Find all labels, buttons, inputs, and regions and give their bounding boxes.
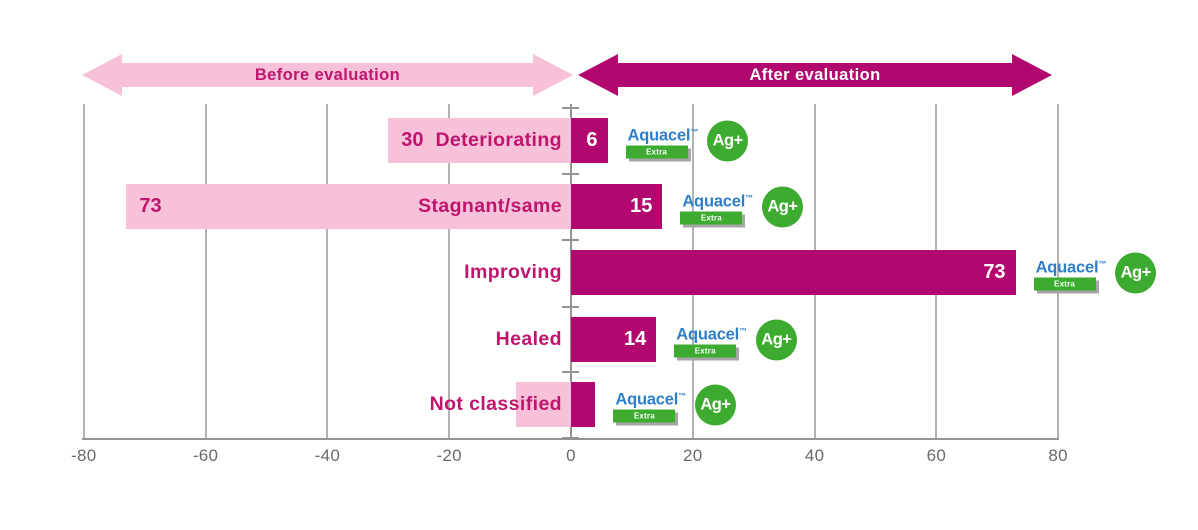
ag-plus-badge-icon: Ag+: [694, 384, 736, 425]
category-label: Deteriorating: [435, 129, 562, 151]
before-bar: [388, 118, 571, 163]
ag-plus-badge-icon: Ag+: [707, 120, 749, 161]
extra-badge: Extra: [613, 409, 676, 422]
aquacel-wordmark: Aquacel™: [676, 325, 747, 343]
x-axis-tick-label: 20: [683, 446, 703, 465]
before-value-label: 30: [401, 129, 424, 151]
aquacel-wordmark: Aquacel™: [627, 126, 699, 144]
ag-plus-badge-icon: Ag+: [755, 319, 797, 360]
trademark-symbol: ™: [690, 127, 699, 136]
before-arrow-label: Before evaluation: [254, 65, 401, 84]
after-value-label: 6: [586, 129, 598, 151]
x-axis-tick-label: 40: [804, 446, 825, 465]
before-bar: [516, 382, 571, 427]
after-value-label: 15: [630, 195, 653, 217]
extra-badge: Extra: [1033, 277, 1096, 290]
gridline: [1057, 104, 1060, 439]
category-label: Stagnant/same: [418, 195, 562, 217]
x-axis-tick-label: -40: [314, 446, 341, 465]
ag-plus-badge-icon: Ag+: [1115, 252, 1157, 293]
after-bar: [571, 250, 1016, 295]
x-axis-line: [82, 438, 1059, 440]
after-value-label: 14: [624, 328, 647, 350]
after-bar: [571, 382, 596, 427]
after-arrow-label: After evaluation: [749, 65, 881, 84]
after-bar: [571, 184, 663, 229]
extra-badge: Extra: [680, 211, 743, 224]
after-bar: [571, 118, 608, 163]
before-bar: [126, 184, 571, 229]
after-evaluation-arrow: After evaluation: [578, 54, 1052, 96]
x-axis-tick-label: 60: [926, 446, 947, 465]
extra-badge: Extra: [674, 344, 737, 357]
x-axis-tick-label: -80: [71, 446, 97, 465]
category-tick: [562, 371, 579, 373]
x-axis-tick-label: 80: [1048, 446, 1068, 465]
before-evaluation-arrow: Before evaluation: [82, 54, 573, 96]
trademark-symbol: ™: [1098, 259, 1107, 268]
ag-plus-badge-icon: Ag+: [761, 186, 803, 227]
category-tick: [562, 107, 579, 109]
gridline: [326, 104, 329, 439]
gridline: [448, 104, 451, 439]
category-tick: [562, 306, 579, 308]
gridline: [82, 104, 85, 439]
gridline: [204, 104, 207, 439]
x-axis-tick-label: 0: [566, 446, 576, 465]
category-label: Improving: [464, 261, 562, 283]
category-tick: [562, 239, 579, 241]
trademark-symbol: ™: [739, 326, 747, 335]
x-axis-tick-label: -20: [436, 446, 462, 465]
category-label: Healed: [495, 328, 562, 350]
before-value-label: 73: [139, 195, 162, 217]
trademark-symbol: ™: [678, 391, 686, 400]
after-bar: [571, 317, 657, 362]
extra-badge: Extra: [625, 145, 688, 158]
after-value-label: 73: [983, 261, 1006, 283]
category-tick: [562, 173, 579, 175]
trademark-symbol: ™: [745, 193, 753, 202]
category-label: Not classified: [429, 393, 562, 415]
aquacel-wordmark: Aquacel™: [682, 192, 753, 210]
x-axis-tick-label: -60: [192, 446, 219, 465]
aquacel-wordmark: Aquacel™: [615, 390, 686, 408]
aquacel-wordmark: Aquacel™: [1035, 258, 1107, 276]
